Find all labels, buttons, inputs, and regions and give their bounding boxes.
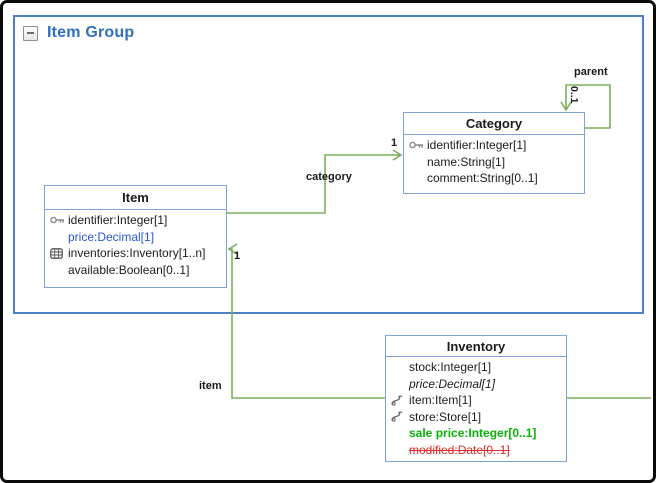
category-multiplicity-label[interactable]: 1 (391, 137, 398, 149)
attribute-text: price:Decimal[1] (68, 229, 155, 244)
attribute-sale-price[interactable]: sale price:Integer[0..1] (391, 425, 562, 442)
entity-item[interactable]: Item identifier:Integer[1] price:Decimal… (44, 185, 227, 288)
attribute-identifier[interactable]: identifier:Integer[1] (409, 137, 580, 154)
attribute-text: item:Item[1] (409, 393, 472, 408)
attribute-item[interactable]: item:Item[1] (391, 392, 562, 409)
attribute-price[interactable]: price:Decimal[1] (50, 229, 222, 246)
attribute-comment[interactable]: comment:String[0..1] (409, 170, 580, 187)
attribute-text: sale price:Integer[0..1] (409, 426, 537, 441)
parent-connection-label[interactable]: parent (574, 66, 608, 78)
reference-icon (391, 395, 409, 406)
minus-glyph (27, 32, 34, 34)
key-icon (409, 140, 427, 150)
attribute-available[interactable]: available:Boolean[0..1] (50, 262, 222, 279)
attribute-text: identifier:Integer[1] (68, 213, 168, 228)
attribute-store[interactable]: store:Store[1] (391, 409, 562, 426)
attribute-modified[interactable]: modified:Date[0..1] (391, 442, 562, 459)
attribute-inventories[interactable]: inventories:Inventory[1..n] (50, 245, 222, 262)
attribute-identifier[interactable]: identifier:Integer[1] (50, 212, 222, 229)
entity-category[interactable]: Category identifier:Integer[1] name:Stri… (403, 112, 585, 194)
parent-connection[interactable] (560, 84, 611, 129)
attribute-text: available:Boolean[0..1] (68, 262, 190, 277)
attribute-text: comment:String[0..1] (427, 171, 538, 186)
attribute-name[interactable]: name:String[1] (409, 154, 580, 171)
item-group-title: Item Group (47, 24, 135, 41)
parent-multiplicity-label[interactable]: 0..1 (568, 86, 580, 104)
attribute-text: stock:Integer[1] (409, 360, 492, 375)
entity-category-title[interactable]: Category (404, 113, 584, 135)
category-connection[interactable] (227, 149, 403, 214)
reference-icon (391, 411, 409, 422)
collection-icon (50, 247, 68, 259)
collapse-icon[interactable] (23, 25, 38, 41)
entity-inventory-title[interactable]: Inventory (386, 336, 566, 357)
item-connection-label[interactable]: item (199, 380, 222, 392)
attribute-text: name:String[1] (427, 154, 506, 169)
entity-inventory[interactable]: Inventory stock:Integer[1] price:Decimal… (385, 335, 567, 462)
entity-item-title[interactable]: Item (45, 186, 226, 210)
item-connection[interactable] (227, 243, 385, 399)
key-icon (50, 215, 68, 225)
attribute-text: modified:Date[0..1] (409, 442, 510, 457)
attribute-text: price:Decimal[1] (409, 376, 496, 391)
attribute-text: identifier:Integer[1] (427, 138, 527, 153)
attribute-text: store:Store[1] (409, 409, 482, 424)
attribute-text: inventories:Inventory[1..n] (68, 246, 206, 261)
item-group-container[interactable]: Item Group (13, 15, 644, 314)
attribute-price[interactable]: price:Decimal[1] (391, 376, 562, 393)
category-connection-label[interactable]: category (306, 171, 352, 183)
item-multiplicity-label[interactable]: 1 (234, 250, 241, 262)
attribute-stock[interactable]: stock:Integer[1] (391, 359, 562, 376)
item-group-header: Item Group (23, 24, 134, 42)
